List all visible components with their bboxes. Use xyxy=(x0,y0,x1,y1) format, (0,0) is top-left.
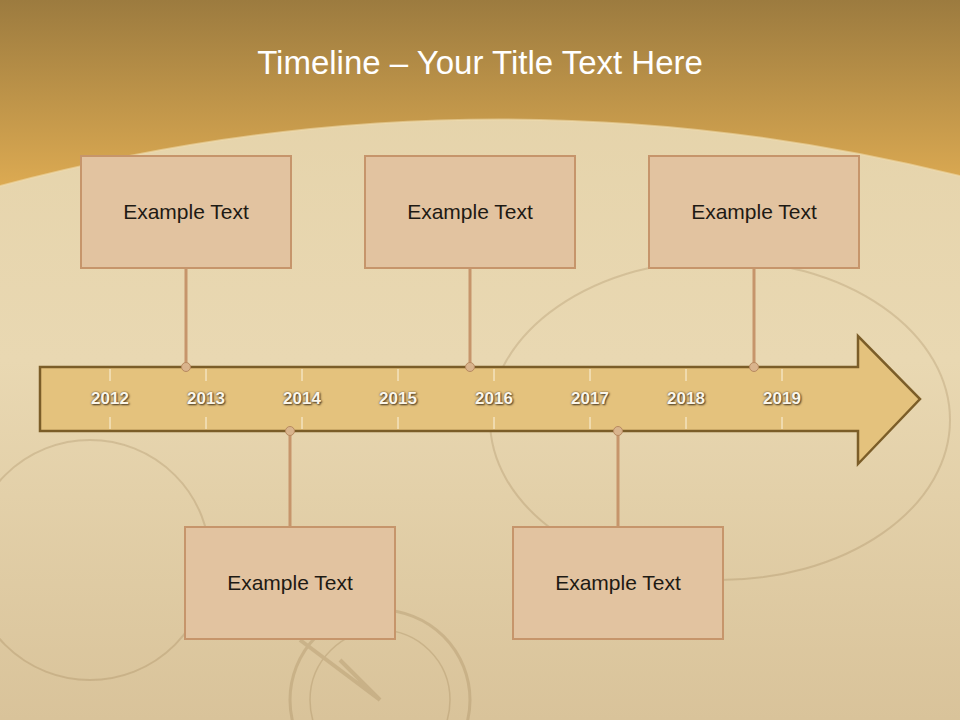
year-ticks xyxy=(110,369,782,429)
joint-dot xyxy=(286,427,295,436)
leader-line xyxy=(753,269,756,367)
year-label: 2015 xyxy=(379,389,417,409)
event-box: Example Text xyxy=(648,155,860,269)
year-label: 2019 xyxy=(763,389,801,409)
leader-line xyxy=(617,431,620,526)
leader-line xyxy=(469,269,472,367)
year-label: 2016 xyxy=(475,389,513,409)
event-box: Example Text xyxy=(364,155,576,269)
leader-line xyxy=(289,431,292,526)
event-text: Example Text xyxy=(555,571,681,595)
joint-dot xyxy=(614,427,623,436)
event-text: Example Text xyxy=(123,200,249,224)
joint-dot xyxy=(750,363,759,372)
joint-dot xyxy=(466,363,475,372)
timeline-band: 2012 2013 2014 2015 2016 2017 2018 2019 xyxy=(40,367,858,431)
year-label: 2013 xyxy=(187,389,225,409)
event-box: Example Text xyxy=(512,526,724,640)
event-box: Example Text xyxy=(80,155,292,269)
clock-decoration xyxy=(0,260,950,720)
event-text: Example Text xyxy=(227,571,353,595)
event-box: Example Text xyxy=(184,526,396,640)
event-text: Example Text xyxy=(691,200,817,224)
event-text: Example Text xyxy=(407,200,533,224)
year-label: 2014 xyxy=(283,389,321,409)
slide-title: Timeline – Your Title Text Here xyxy=(0,44,960,82)
year-label: 2017 xyxy=(571,389,609,409)
timeline-arrow xyxy=(40,336,920,464)
year-label: 2012 xyxy=(91,389,129,409)
joint-dot xyxy=(182,363,191,372)
year-label: 2018 xyxy=(667,389,705,409)
leader-line xyxy=(185,269,188,367)
